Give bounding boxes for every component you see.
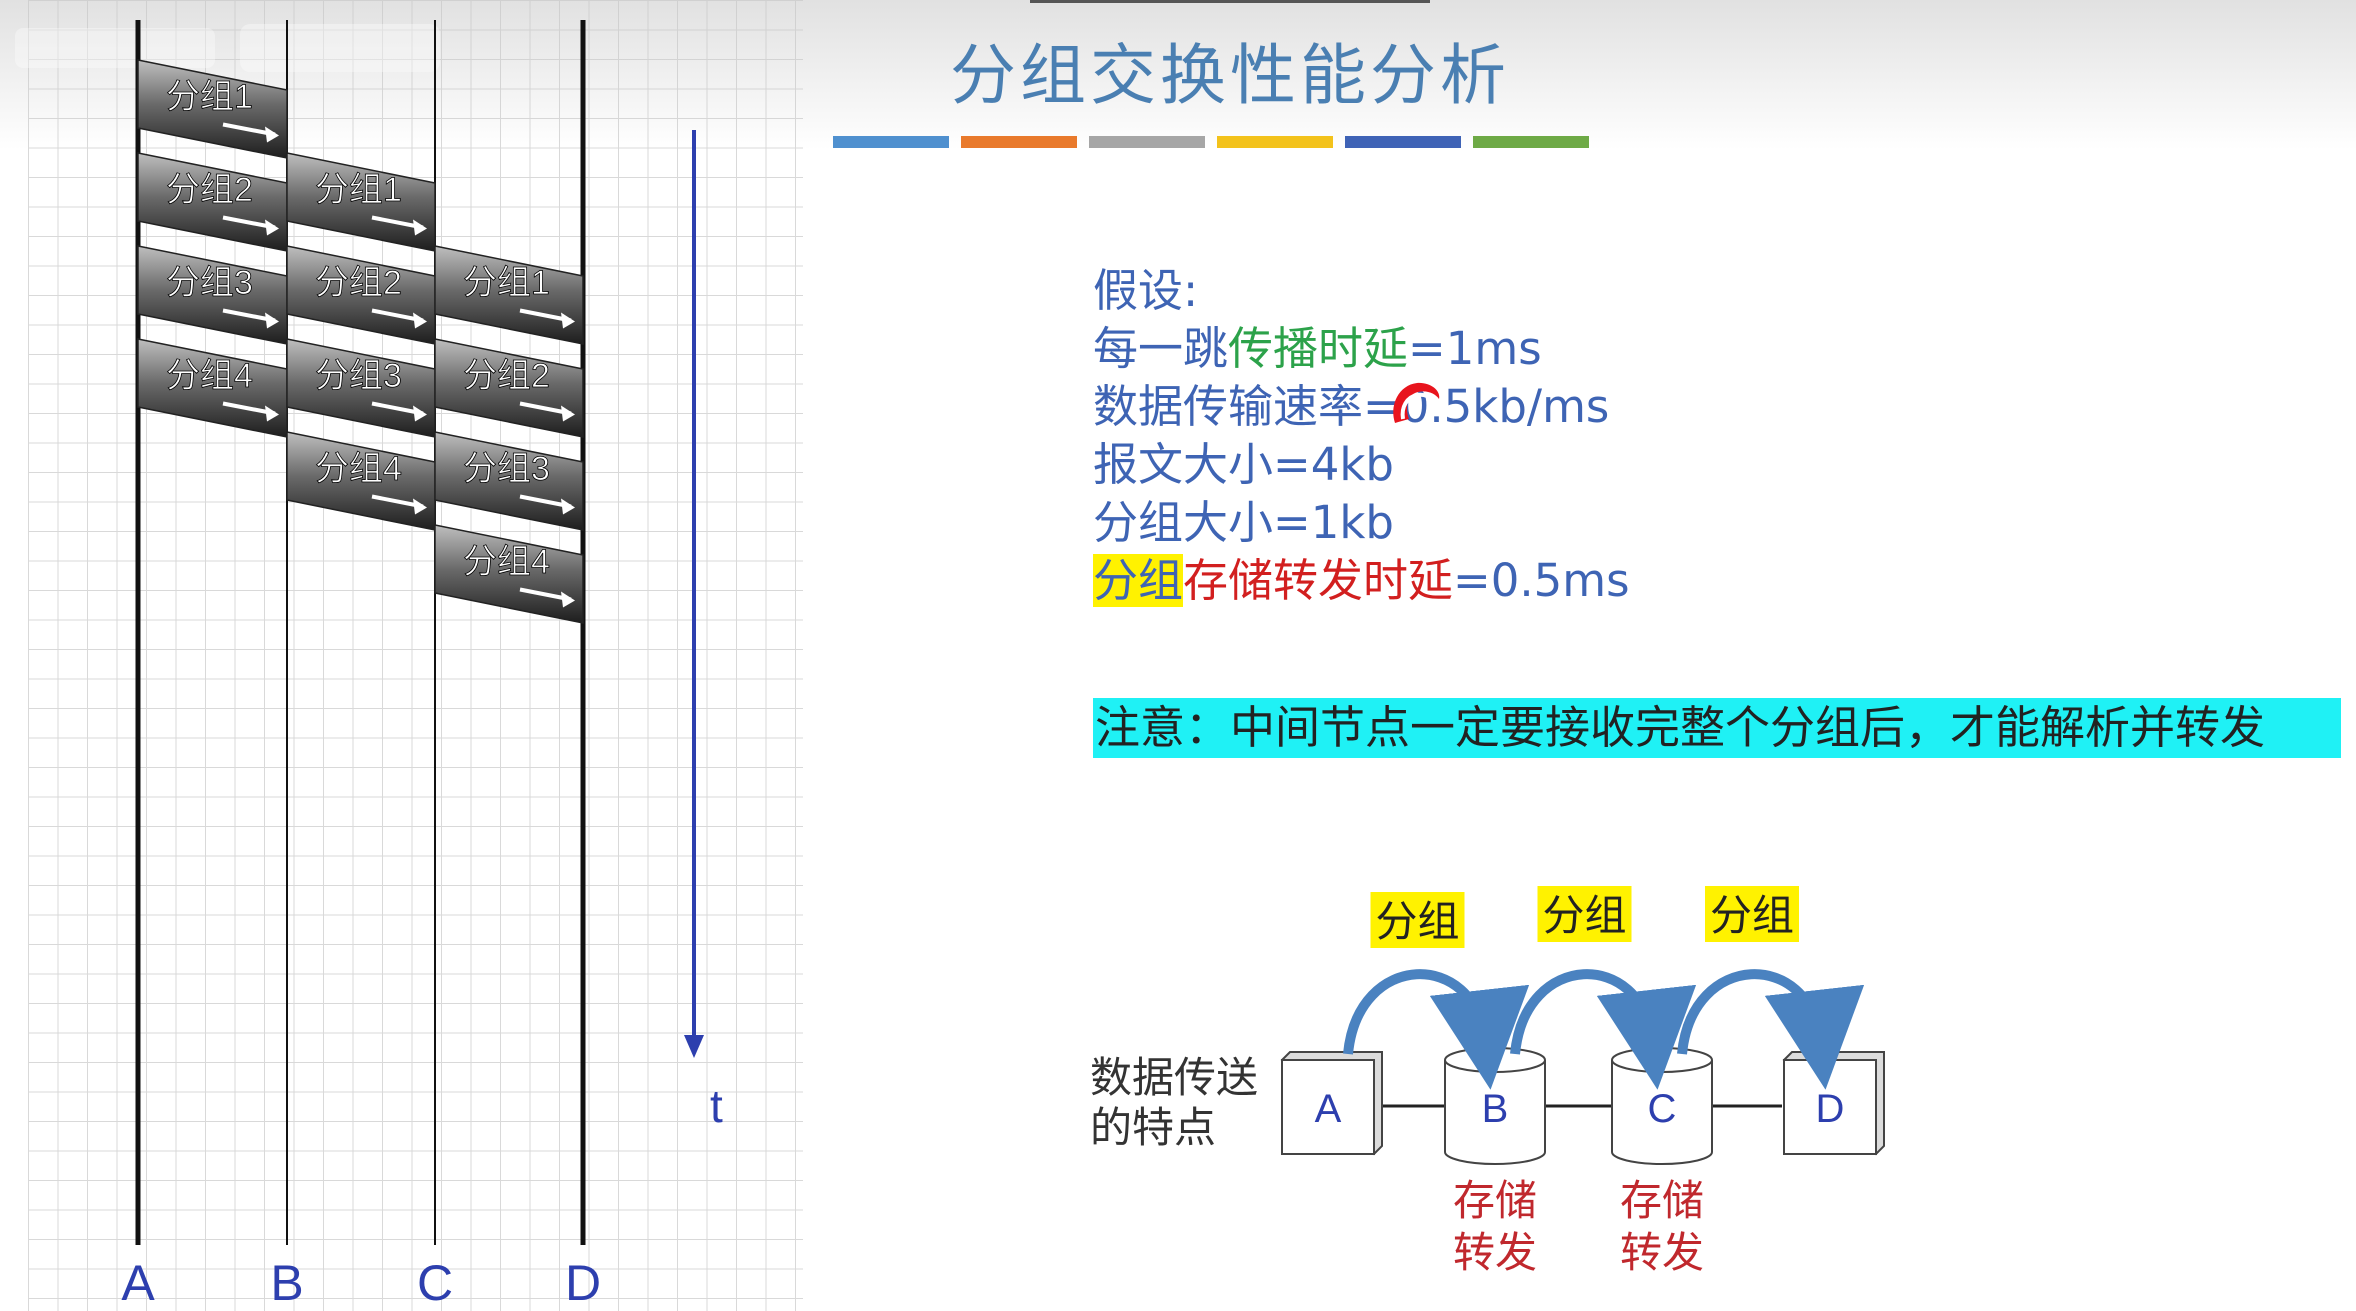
line5-highlight: 分组 [1093, 554, 1184, 607]
packet-分组3-hop1: 分组3 [137, 245, 288, 345]
assumption-heading: 假设: [1093, 264, 1199, 317]
packet-label: 分组2 [463, 357, 550, 395]
hop-label: 分组 [1542, 891, 1626, 940]
slide-title: 分组交换性能分析 [950, 37, 1510, 114]
assumption-line-5: 分组存储转发时延=0.5ms [1093, 552, 1630, 610]
hop-label: 分组 [1375, 897, 1459, 946]
color-bar-6 [1473, 136, 1589, 148]
store-forward-label-B: 存储转发 [1453, 1176, 1537, 1277]
packet-label: 分组2 [315, 264, 402, 302]
network-node-label: A [1315, 1087, 1342, 1131]
packet-label: 分组1 [463, 264, 550, 302]
hop-arrow-3: 分组 [1677, 886, 1865, 1090]
timing-diagram: 分组1 分组2 分组3 分组4 分组1 分组2 分组3 分组4 分组1 分组2 分组3 分组4 t A… [121, 20, 723, 1311]
store-forward-label-C: 存储转发 [1620, 1176, 1704, 1277]
node-label-C: C [417, 1255, 453, 1311]
packet-分组2-hop3: 分组2 [434, 338, 584, 438]
node-labels: A B C D [121, 1255, 601, 1311]
color-bar-5 [1345, 136, 1461, 148]
line1-prefix: 每一跳 [1093, 322, 1229, 375]
packet-label: 分组4 [166, 357, 253, 395]
packet-label: 分组4 [315, 450, 402, 488]
packet-分组1-hop1: 分组1 [137, 59, 288, 159]
network-node-label: B [1482, 1087, 1509, 1131]
network-node-B: B [1444, 1047, 1546, 1165]
packet-分组1-hop3: 分组1 [434, 245, 584, 345]
hop-arrow-2: 分组 [1510, 886, 1697, 1090]
hop-arrow-1: 分组 [1343, 892, 1530, 1090]
hop-label: 分组 [1710, 891, 1794, 940]
network-node-A: A [1280, 1051, 1383, 1156]
svg-text:存储: 存储 [1620, 1176, 1704, 1225]
packet-label: 分组2 [166, 171, 253, 209]
color-bar-4 [1217, 136, 1333, 148]
packet-分组1-hop2: 分组1 [286, 152, 436, 252]
title-rule [1030, 0, 1430, 3]
packet-label: 分组3 [463, 450, 550, 488]
time-axis-label: t [710, 1080, 723, 1132]
top-shadow [0, 0, 2356, 150]
network-node-label: D [1816, 1087, 1845, 1131]
svg-text:存储: 存储 [1453, 1176, 1537, 1225]
figure-caption-line-1: 数据传送 [1090, 1053, 1258, 1102]
assumption-line-3: 报文大小=4kb [1093, 438, 1394, 491]
packet-分组4-hop2: 分组4 [286, 431, 436, 531]
pointer-cursor-icon [1393, 382, 1440, 423]
time-axis-arrowhead [684, 1035, 704, 1058]
packet-分组2-hop1: 分组2 [137, 152, 288, 252]
node-label-B: B [270, 1255, 303, 1311]
svg-text:转发: 转发 [1620, 1228, 1704, 1277]
color-bar-1 [833, 136, 949, 148]
assumption-line-4: 分组大小=1kb [1093, 496, 1394, 549]
packet-分组4-hop3: 分组4 [434, 524, 584, 624]
packet-label: 分组3 [315, 357, 402, 395]
packet-分组3-hop2: 分组3 [286, 338, 436, 438]
packets: 分组1 分组2 分组3 分组4 分组1 分组2 分组3 分组4 分组1 分组2 分组3 分组4 [137, 59, 584, 624]
packet-label: 分组3 [166, 264, 253, 302]
assumptions-block: 假设: 每一跳传播时延=1ms 数据传输速率=0.5kb/ms 报文大小=4kb… [1093, 262, 1630, 610]
network-node-C: C [1611, 1047, 1713, 1165]
packet-label: 分组4 [463, 543, 550, 581]
color-bar-2 [961, 136, 1077, 148]
network-node-label: C [1648, 1087, 1677, 1131]
svg-text:转发: 转发 [1453, 1228, 1537, 1277]
line1-value: =1ms [1408, 322, 1542, 375]
network-node-D: D [1782, 1051, 1885, 1156]
packet-分组3-hop3: 分组3 [434, 431, 584, 531]
line2-term: 数据传输速率 [1093, 380, 1364, 433]
node-label-A: A [121, 1255, 155, 1311]
propagation-delay-term: 传播时延 [1228, 322, 1409, 375]
assumption-line-2: 数据传输速率=0.5kb/ms [1093, 378, 1630, 436]
watermark-logo [15, 24, 440, 72]
figure-caption-line-2: 的特点 [1090, 1103, 1216, 1152]
store-forward-term: 存储转发时延 [1183, 554, 1454, 607]
packet-label: 分组1 [166, 78, 253, 116]
line5-value: =0.5ms [1453, 554, 1630, 607]
color-bar-3 [1089, 136, 1205, 148]
packet-分组2-hop2: 分组2 [286, 245, 436, 345]
packet-分组4-hop1: 分组4 [137, 338, 288, 438]
assumption-line-1: 每一跳传播时延=1ms [1093, 320, 1630, 378]
packet-label: 分组1 [315, 171, 402, 209]
node-label-D: D [565, 1255, 601, 1311]
note-banner: 注意：中间节点一定要接收完整个分组后，才能解析并转发 [1093, 698, 2341, 758]
